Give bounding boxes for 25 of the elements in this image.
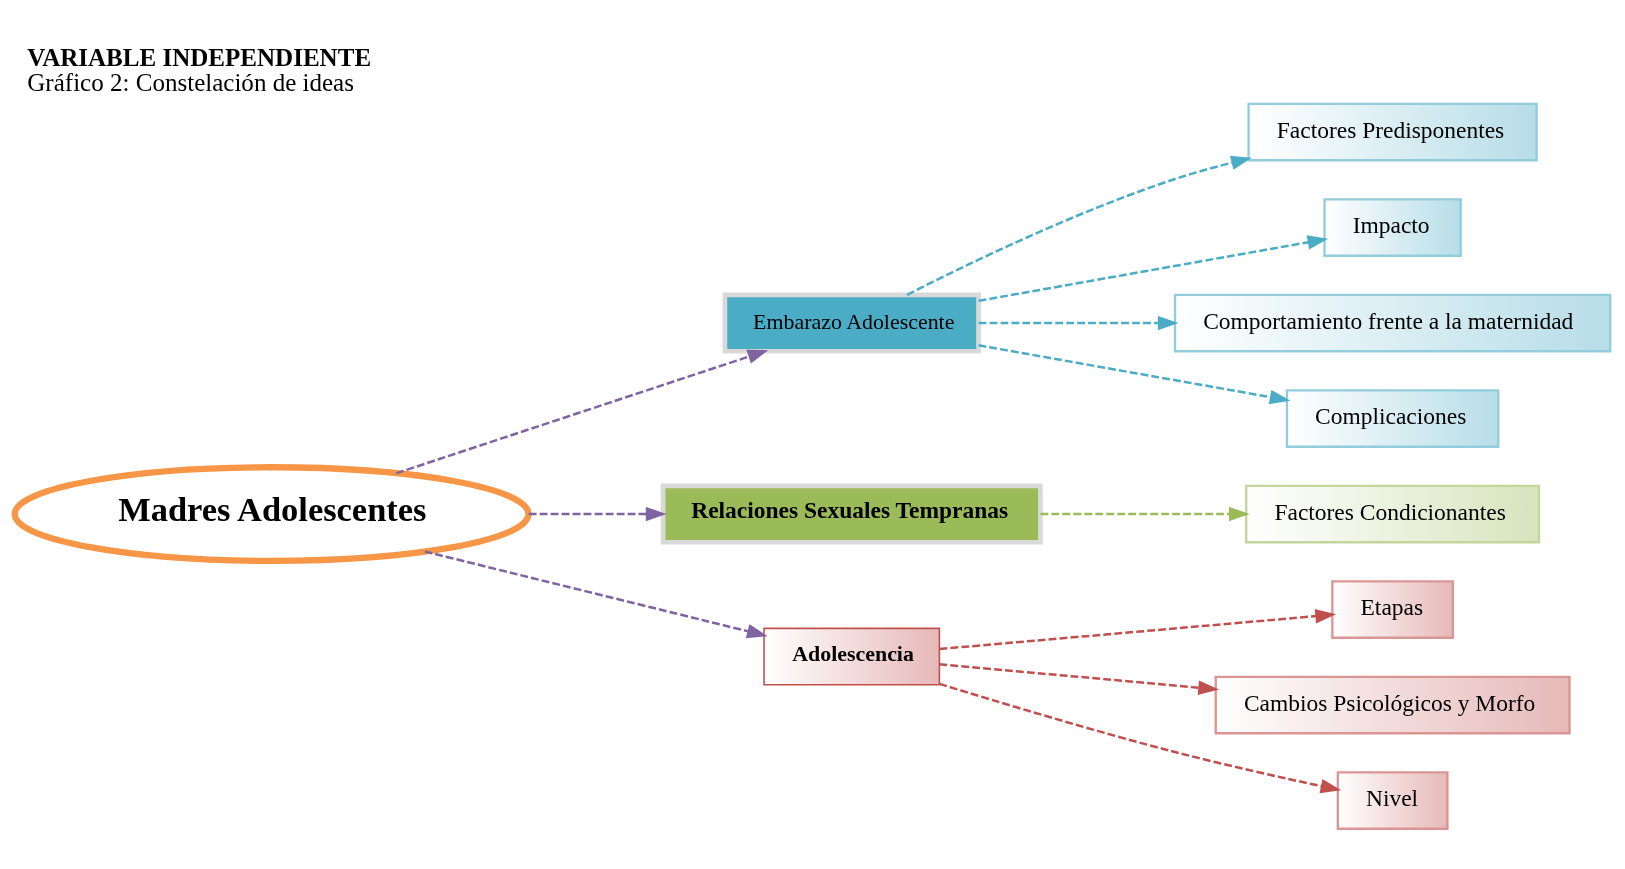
node-box: Factores Predisponentes — [1247, 102, 1538, 161]
node-box: Complicaciones — [1285, 388, 1500, 448]
arrow — [528, 506, 667, 521]
node-box: Relaciones Sexuales Tempranas — [660, 483, 1043, 545]
arrow — [939, 662, 1219, 695]
arrow — [978, 234, 1329, 302]
arrow — [978, 315, 1179, 330]
arrow — [395, 349, 769, 474]
node-box: Nivel — [1336, 770, 1449, 830]
node-box: Etapas — [1331, 579, 1455, 639]
arrow — [906, 155, 1252, 296]
node-box: Impacto — [1323, 197, 1462, 257]
node-box: Embarazo Adolescente — [722, 292, 981, 354]
arrow — [939, 608, 1337, 650]
caption: Gráfico 2: Constelación de ideas — [27, 68, 354, 96]
arrow — [978, 343, 1291, 404]
arrow — [939, 682, 1342, 793]
diagram-title: VARIABLE INDEPENDIENTE — [27, 43, 372, 71]
node-ellipse: Madres Adolescentes — [11, 463, 532, 564]
node-box: Cambios Psicológicos y Morfo — [1214, 675, 1571, 734]
arrow — [424, 549, 768, 638]
node-box: Factores Condicionantes — [1245, 484, 1541, 543]
node-box: Adolescencia — [763, 627, 941, 685]
arrow — [1040, 506, 1250, 521]
node-box: Comportamiento frente a la maternidad — [1173, 293, 1612, 352]
